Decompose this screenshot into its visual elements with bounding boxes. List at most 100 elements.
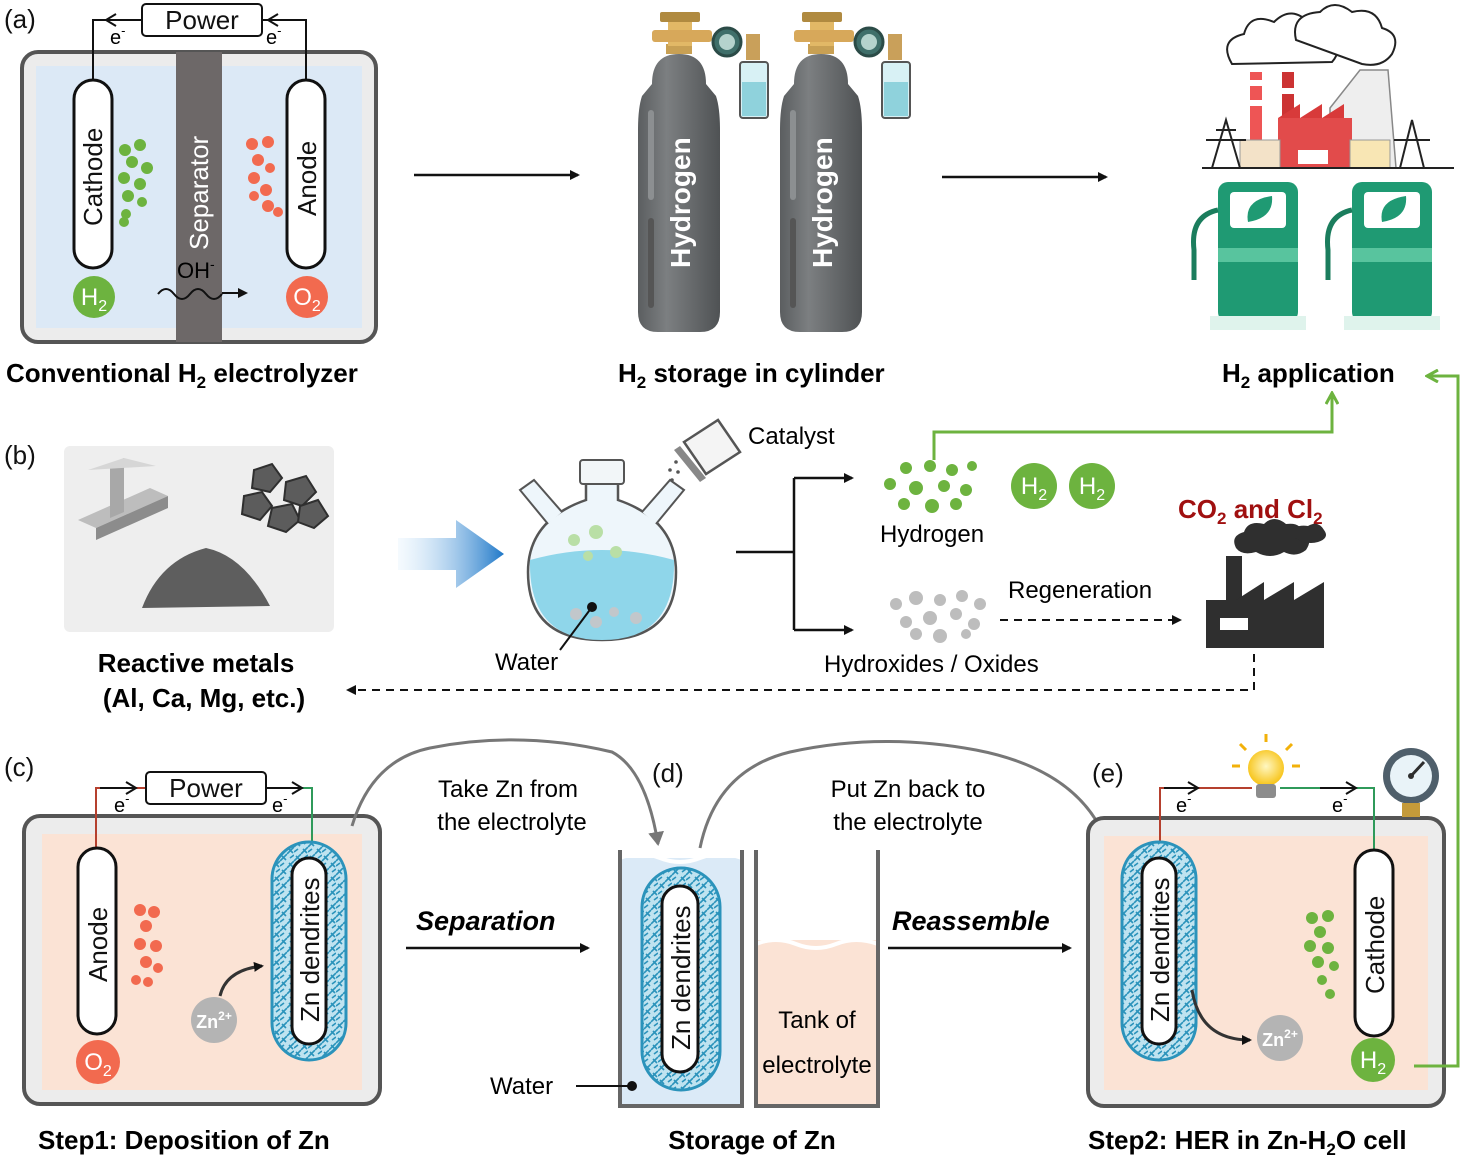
o2-badge	[286, 276, 328, 318]
storage-caption: H2 storage in cylinder	[618, 358, 885, 392]
cathode-label: Cathode	[78, 128, 108, 226]
take-zn-line2: the electrolyte	[437, 809, 586, 836]
hydroxides-label: Hydroxides / Oxides	[824, 651, 1039, 678]
panel-label-b: (b)	[4, 440, 36, 470]
recycle-arrow	[346, 654, 1255, 695]
factory-icon	[1202, 4, 1454, 169]
separator	[176, 52, 222, 342]
put-zn-line2: the electrolyte	[833, 809, 982, 836]
hydrogen-bubbles	[884, 460, 977, 513]
h2-bubbles	[118, 139, 153, 227]
regeneration-label: Regeneration	[1008, 577, 1152, 604]
cylinder-2: Hydrogen	[780, 12, 911, 332]
zn-ion-arrow-c	[218, 961, 264, 997]
take-zn-arrow	[350, 738, 664, 846]
catalyst-shaker-icon	[668, 418, 742, 482]
electron-right: e-	[266, 23, 281, 49]
wire-e-right	[1280, 787, 1375, 850]
electron-c-right: e-	[272, 791, 287, 817]
electrolyte-tank	[756, 940, 878, 1106]
zn-ion-c	[191, 997, 237, 1043]
electron-left: e-	[110, 23, 125, 49]
o2-bubbles-c	[131, 904, 163, 987]
electron-e-right: e-	[1332, 791, 1347, 817]
green-arrow-b-to-application	[932, 394, 1332, 460]
pressure-gauge-icon	[1383, 748, 1439, 817]
zn-ion-e	[1257, 1015, 1303, 1061]
panel-a: (a) Separator Power e- e- Cathode Anode	[4, 3, 1454, 392]
storage-zn-caption: Storage of Zn	[668, 1125, 836, 1155]
deposition-caption: Step1: Deposition of Zn	[38, 1125, 330, 1155]
cathode-electrode	[72, 78, 114, 270]
zn-dendrites-d-label: Zn dendrites	[666, 905, 696, 1050]
tank-wall	[754, 850, 880, 1108]
h2-bubbles-e	[1304, 910, 1339, 999]
anode-label: Anode	[292, 141, 322, 216]
oxide-particles	[890, 590, 986, 643]
panel-label-e: (e)	[1092, 758, 1124, 788]
zn-ion-c-text: Zn2+	[196, 1009, 232, 1032]
electron-e-left: e-	[1176, 791, 1191, 817]
o2-badge-c	[76, 1040, 120, 1084]
h2-badge-b2	[1069, 463, 1115, 509]
o2-badge-c-text: O2	[84, 1049, 112, 1080]
water-pointer-dot	[627, 1081, 637, 1091]
fuel-pump-icon-2	[1325, 182, 1440, 330]
green-arrow-e-to-application	[1414, 376, 1460, 1068]
her-caption: Step2: HER in Zn-H2O cell	[1088, 1125, 1407, 1159]
zn-electrode-e	[1140, 856, 1178, 1046]
branch-lines	[736, 478, 796, 630]
electrolyzer-caption: Conventional H2 electrolyzer	[6, 358, 358, 392]
h2-badge-b2-text: H2	[1079, 473, 1105, 504]
panel-c: (c) Power e- e- Anode O2 Zn dendrites Zn…	[4, 752, 382, 1155]
zn-dendrites-c-label: Zn dendrites	[295, 877, 325, 1022]
cylinder-1-label: Hydrogen	[665, 137, 696, 268]
zn-dendrites-e-label: Zn dendrites	[1145, 877, 1175, 1022]
hydrogen-label: Hydrogen	[880, 521, 984, 548]
power-label: Power	[165, 5, 239, 35]
panel-d: Take Zn from the electrolyte (d) Separat…	[350, 738, 1117, 1155]
application-caption: H2 application	[1222, 358, 1395, 392]
anode-c-electrode	[76, 846, 118, 1036]
water-label-flask: Water	[495, 649, 558, 676]
h2-badge-b1-text: H2	[1021, 473, 1047, 504]
oh-label: OH-	[177, 256, 215, 283]
panel-label-a: (a)	[4, 4, 36, 34]
zn-ion-arrow-e	[1190, 989, 1252, 1045]
light-bulb-icon	[1232, 734, 1300, 798]
panel-label-c: (c)	[4, 752, 34, 782]
cathode-e-electrode	[1353, 848, 1395, 1038]
tank-line1: Tank of	[778, 1007, 856, 1034]
h2-badge-text: H2	[81, 284, 107, 315]
power-label-c: Power	[169, 773, 243, 803]
separator-label: Separator	[184, 135, 214, 250]
reassemble-label: Reassemble	[892, 906, 1050, 936]
put-zn-line1: Put Zn back to	[831, 776, 986, 803]
tank-surface	[755, 938, 879, 950]
catalyst-label: Catalyst	[748, 423, 835, 450]
o2-badge-text: O2	[293, 284, 321, 315]
separation-label: Separation	[416, 906, 556, 936]
cylinder-2-label: Hydrogen	[807, 137, 838, 268]
oh-wave	[157, 288, 223, 300]
metals-caption-line1: Reactive metals	[98, 648, 295, 678]
beaker-wall	[618, 850, 744, 1108]
metal-powder-icon	[142, 548, 270, 608]
wire-e-left	[1159, 787, 1252, 850]
electron-c-left: e-	[114, 791, 129, 817]
flask-icon	[518, 459, 686, 651]
metal-chunks-icon	[240, 462, 330, 534]
panel-e: (e) e- e- Zn dendrites Cathode	[1086, 376, 1460, 1159]
tank-line2: electrolyte	[762, 1052, 871, 1079]
zn-electrode-d	[660, 884, 700, 1074]
panel-label-d: (d)	[652, 758, 684, 788]
h2-badge	[73, 276, 115, 318]
anode-electrode	[285, 78, 327, 270]
feed-arrow	[398, 520, 504, 588]
h2-badge-b1	[1011, 463, 1057, 509]
water-label-beaker: Water	[490, 1073, 553, 1100]
cylinder-1: Hydrogen	[638, 12, 769, 332]
put-zn-arrow	[698, 740, 1117, 860]
